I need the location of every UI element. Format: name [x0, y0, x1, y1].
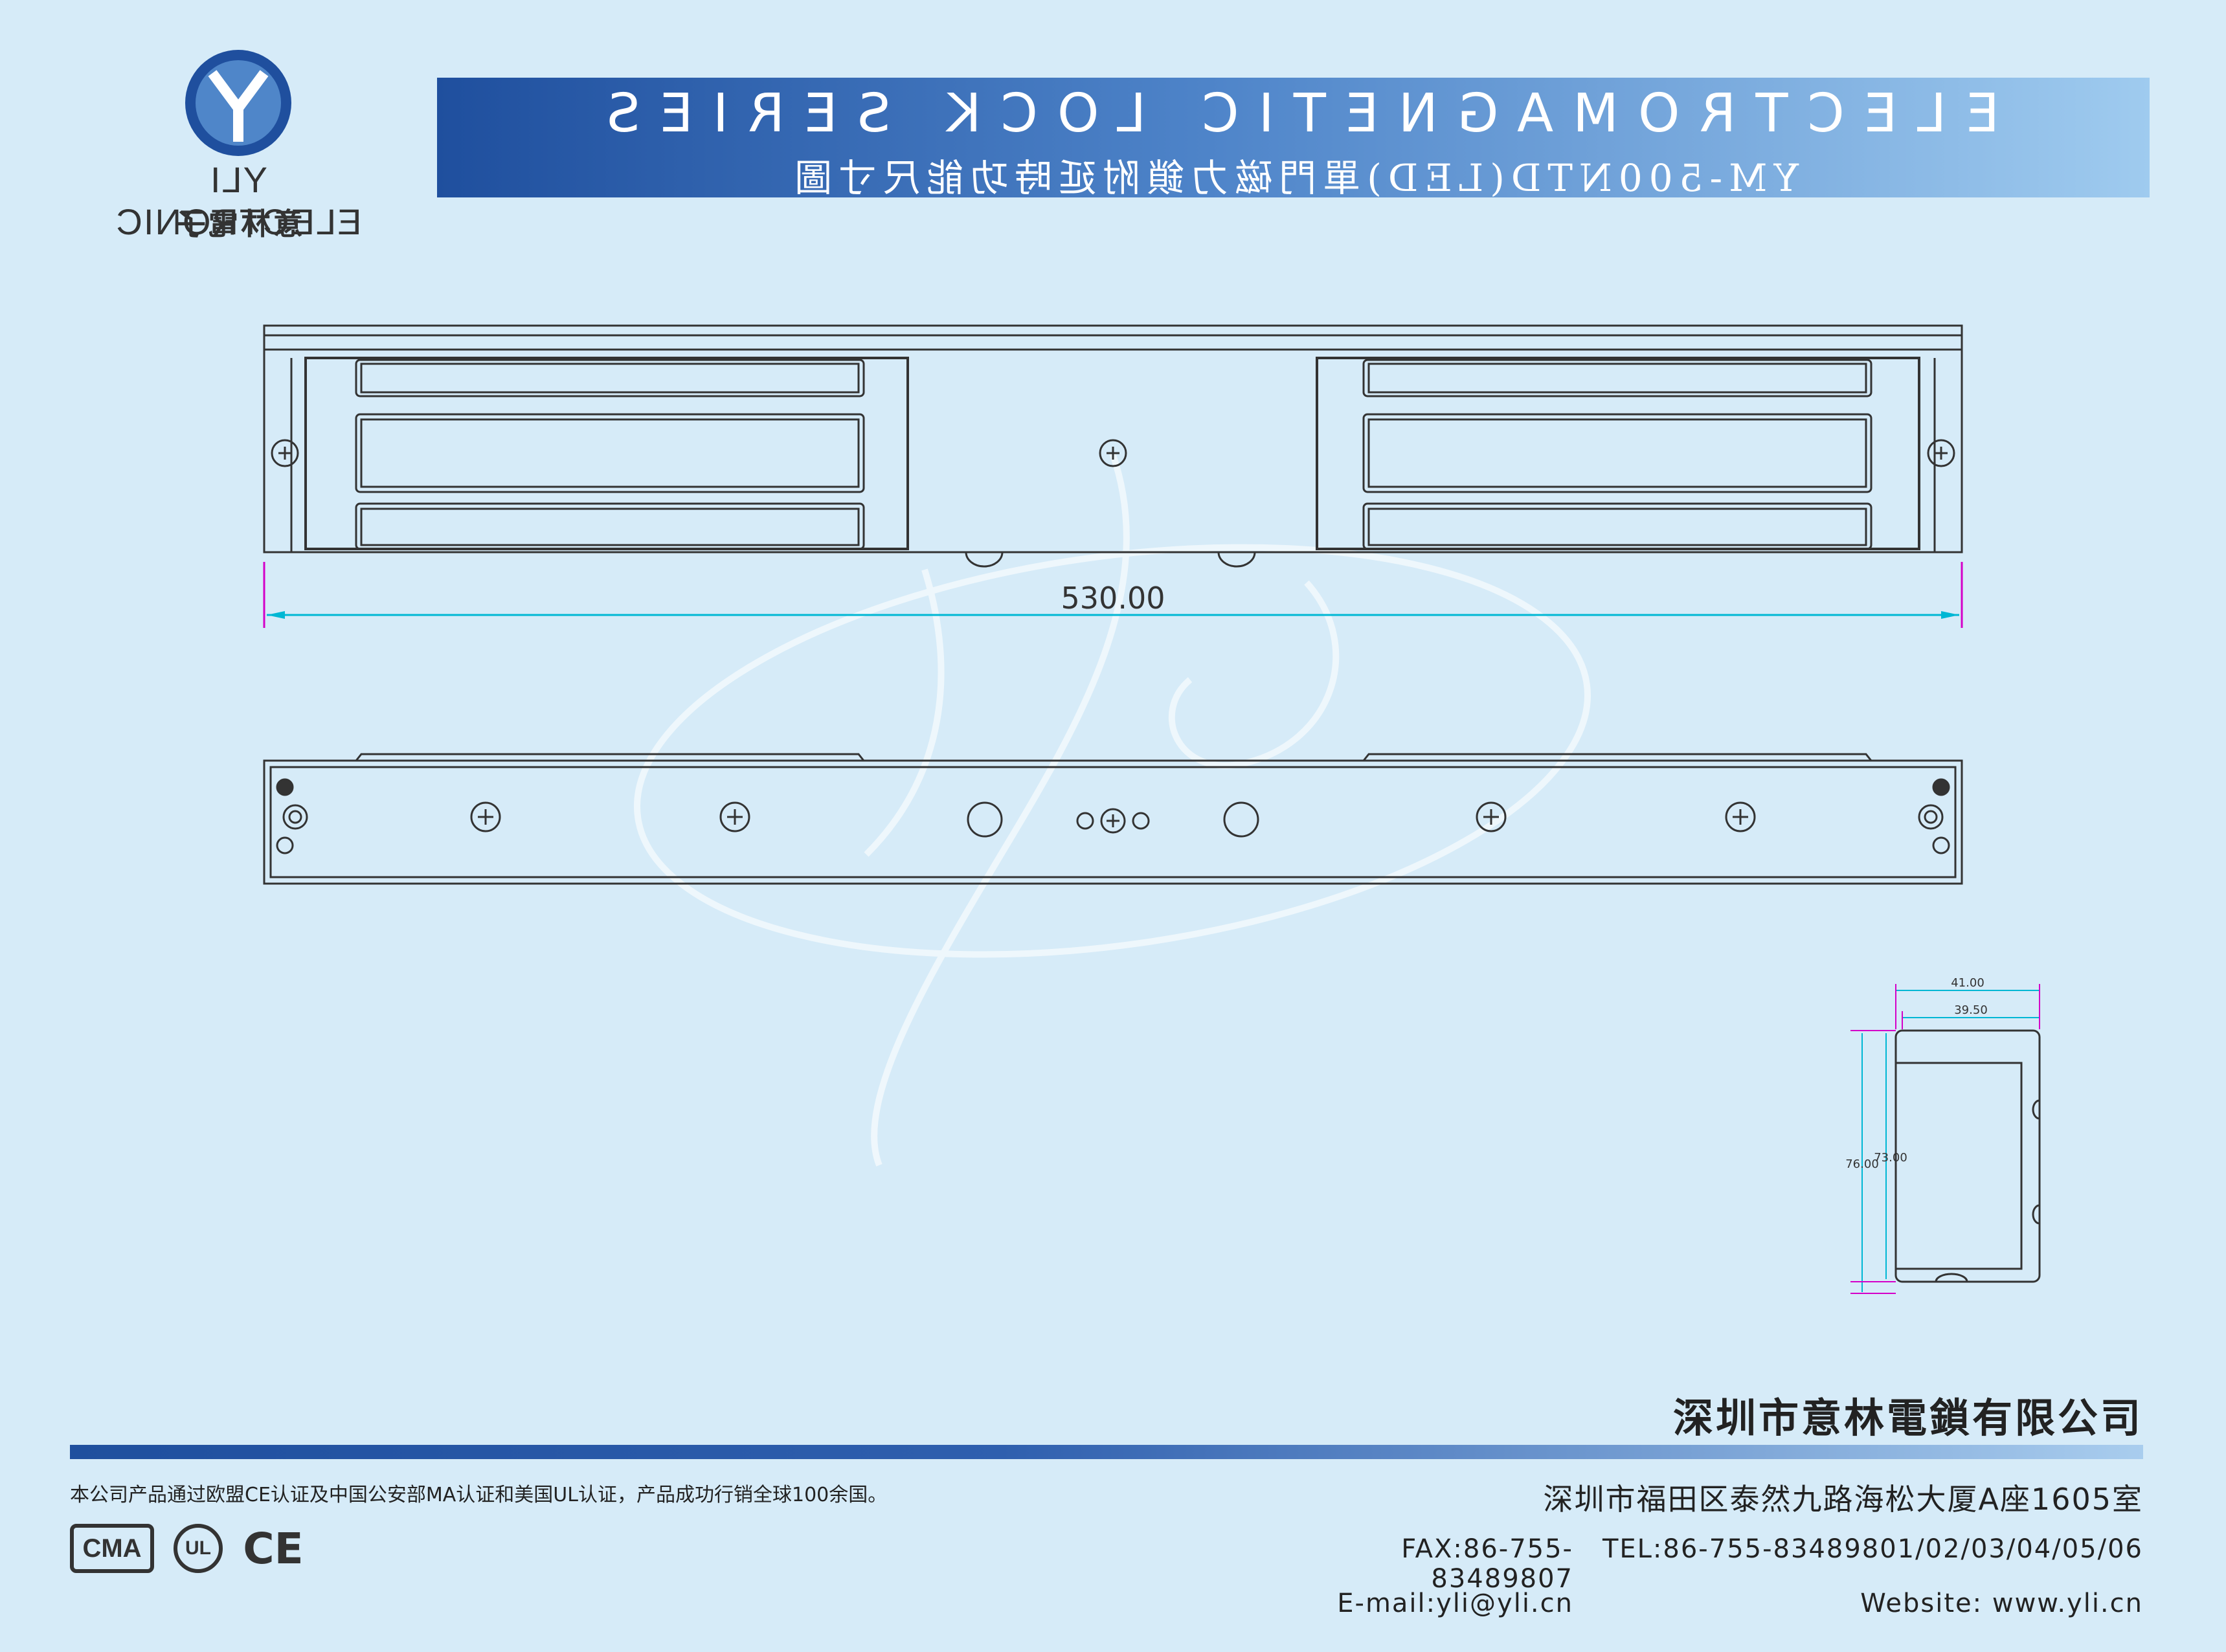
company-logo: YLI ELECTRONIC 意林電子: [83, 49, 394, 243]
height-outer-label: 76.00: [1845, 1157, 1879, 1171]
cma-mark-icon: CMA: [70, 1524, 154, 1573]
height-inner-label: 73.00: [1874, 1151, 1907, 1165]
website-link[interactable]: Website: www.yli.cn: [1860, 1589, 2143, 1618]
company-address: 深圳市福田区泰然九路海松大厦A座1605室: [1543, 1482, 2143, 1517]
footer-divider-bar: [70, 1445, 2143, 1459]
screw-icon: [271, 439, 1955, 467]
lock-body-outline: [263, 324, 1963, 553]
email-link[interactable]: E-mail:yli@yli.cn: [1337, 1589, 1573, 1618]
fax: FAX:86-755-83489807: [1401, 1534, 1573, 1594]
logo-y-emblem-icon: [185, 50, 291, 156]
mounting-hole-icon: [276, 778, 1950, 854]
telephone: TEL:86-755-83489801/02/03/04/05/06: [1602, 1534, 2143, 1564]
ul-mark-icon: UL: [174, 1524, 223, 1573]
width-outer-label: 41.00: [1951, 976, 1984, 990]
length-dimension-label: 530.00: [1061, 581, 1165, 616]
length-dimension: 530.00: [263, 562, 1963, 628]
company-name: 深圳市意林電鎖有限公司: [1672, 1394, 2143, 1442]
ce-mark-icon: CE: [243, 1523, 304, 1574]
certification-note: 本公司产品通过欧盟CE认证及中国公安部MA认证和美国UL认证，产品成功行销全球1…: [70, 1484, 888, 1506]
width-inner-label: 39.50: [1954, 1003, 1988, 1017]
